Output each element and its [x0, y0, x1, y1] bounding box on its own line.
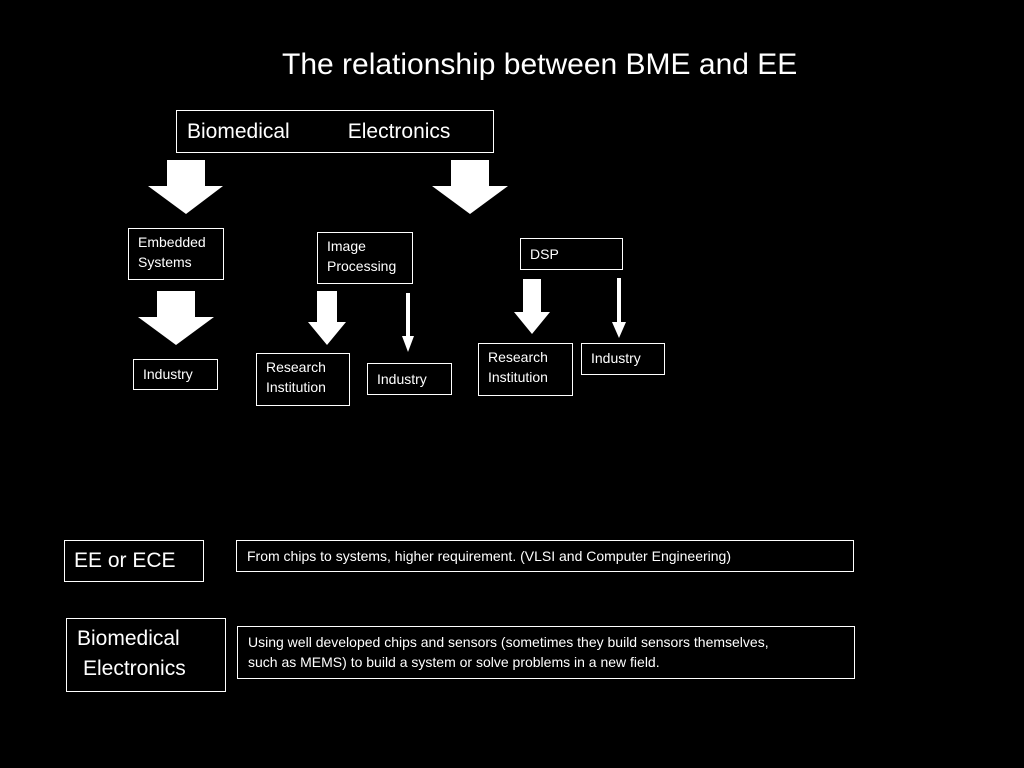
ee-or-ece-box: EE or ECE	[64, 540, 204, 582]
block-arrow-down-icon	[514, 279, 550, 334]
bme-description-line1: Using well developed chips and sensors (…	[248, 634, 769, 650]
slide-title: The relationship between BME and EE	[282, 48, 798, 81]
ee-description-box: From chips to systems, higher requiremen…	[236, 540, 854, 572]
image-research-institution-box: Research Institution	[256, 353, 350, 406]
image-research-line2: Institution	[266, 379, 326, 395]
ee-or-ece-label: EE or ECE	[74, 549, 176, 572]
biomedical-electronics-label-box: Biomedical Electronics	[66, 618, 226, 692]
dsp-label: DSP	[530, 246, 559, 262]
top-box-left-word: Biomedical	[187, 120, 290, 143]
dsp-industry-box: Industry	[581, 343, 665, 375]
image-research-line1: Research	[266, 359, 326, 375]
bme-description-line2: such as MEMS) to build a system or solve…	[248, 654, 660, 670]
embedded-systems-line1: Embedded	[138, 234, 206, 250]
bme-label-line1: Biomedical	[77, 627, 180, 650]
embedded-systems-line2: Systems	[138, 254, 192, 270]
thin-arrow-shaft	[406, 293, 410, 337]
bme-description-box: Using well developed chips and sensors (…	[237, 626, 855, 679]
thin-arrow-shaft	[617, 278, 621, 323]
embedded-systems-box: Embedded Systems	[128, 228, 224, 280]
embedded-industry-box: Industry	[133, 359, 218, 390]
image-industry-label: Industry	[377, 371, 427, 387]
bme-label-line2: Electronics	[83, 657, 186, 680]
block-arrow-down-icon	[432, 160, 508, 214]
biomedical-electronics-box: Biomedical Electronics	[176, 110, 494, 153]
block-arrow-down-icon	[148, 160, 223, 214]
dsp-box: DSP	[520, 238, 623, 270]
dsp-research-institution-box: Research Institution	[478, 343, 573, 396]
image-processing-line1: Image	[327, 238, 366, 254]
thin-arrow-down-icon	[402, 336, 414, 352]
ee-description: From chips to systems, higher requiremen…	[247, 548, 731, 564]
thin-arrow-down-icon	[612, 322, 626, 338]
embedded-industry-label: Industry	[143, 366, 193, 382]
top-box-right-word: Electronics	[347, 120, 451, 143]
block-arrow-down-icon	[138, 291, 214, 345]
image-industry-box: Industry	[367, 363, 452, 395]
block-arrow-down-icon	[308, 291, 346, 345]
dsp-research-line1: Research	[488, 349, 548, 365]
image-processing-box: Image Processing	[317, 232, 413, 284]
image-processing-line2: Processing	[327, 258, 397, 274]
dsp-research-line2: Institution	[488, 369, 548, 385]
dsp-industry-label: Industry	[591, 350, 641, 366]
